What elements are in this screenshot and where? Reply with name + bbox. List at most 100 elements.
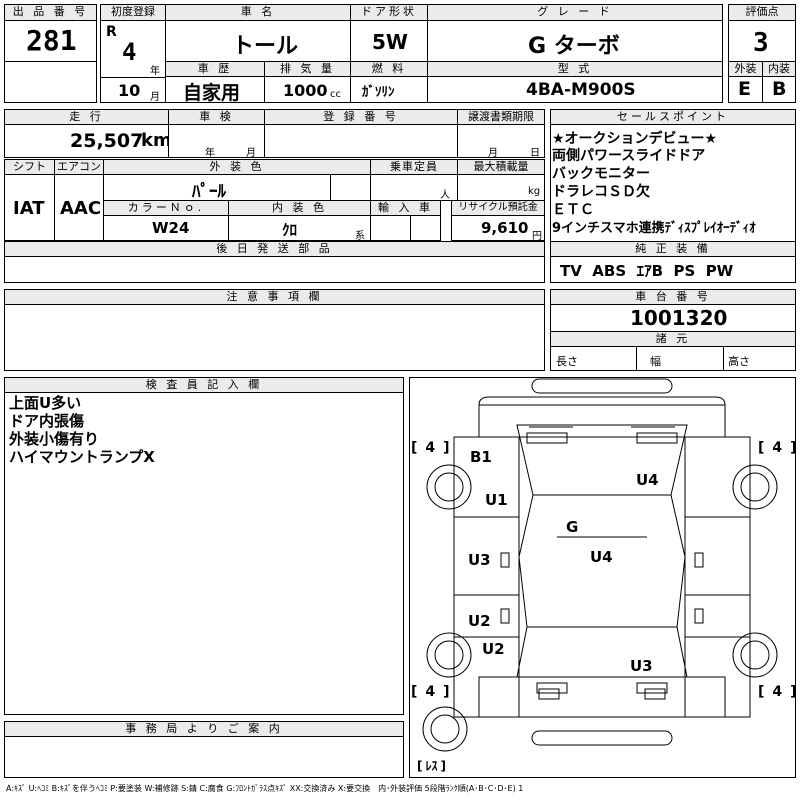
grade: G ターボ: [528, 34, 620, 59]
score: 3: [753, 28, 769, 58]
sales-point: 両側パワースライドドア: [552, 148, 706, 164]
lot-number-label: 出 品 番 号: [4, 4, 97, 21]
spare-tire-status: [ﾚｽ]: [417, 759, 446, 773]
spare-tire-hub: [430, 714, 460, 744]
windshield: [516, 424, 688, 496]
width-label: 幅: [650, 355, 661, 368]
tire-tread-front-right: [4]: [758, 440, 799, 456]
specs-label: 諸 元: [550, 331, 796, 347]
height-cell: [723, 346, 796, 371]
era-label: R: [106, 24, 117, 40]
tail-light-right: [636, 682, 668, 694]
interior-color: ｸﾛ: [282, 221, 298, 239]
ac-cell: [54, 174, 104, 241]
damage-mark-u4-front: U4: [636, 471, 659, 489]
recycle-fee: 9,610: [481, 219, 529, 237]
inspector-note: ドア内張傷: [9, 412, 85, 430]
interior-label: 内装: [762, 61, 796, 77]
score-cell: [728, 20, 796, 62]
fuel-cell: [350, 76, 428, 103]
interior-grade: B: [772, 78, 787, 100]
recycle-fee-unit: 円: [532, 231, 542, 242]
length-cell: [550, 346, 637, 371]
color-number-cell: [103, 215, 229, 241]
model-cell: [427, 76, 723, 103]
ac-label: エアコン: [54, 159, 104, 175]
exterior-color-cell-2: [330, 174, 371, 201]
wheel-front-left: [426, 464, 472, 510]
wheel-rear-left-hub: [434, 640, 464, 670]
import-label: 輸 入 車: [370, 200, 441, 216]
interior-color-label: 内 装 色: [228, 200, 371, 216]
fuel: ｶﾞｿﾘﾝ: [362, 85, 395, 100]
first-registration-cell: [100, 20, 166, 78]
tire-tread-rear-right: [4]: [758, 684, 799, 700]
exterior-color-label: 外 装 色: [103, 159, 371, 175]
interior-color-suffix: 系: [355, 231, 365, 242]
recycle-fee-label: リサイクル預託金: [451, 200, 545, 216]
displacement: 1000: [283, 81, 328, 100]
length-label: 長さ: [556, 355, 578, 368]
rear-light-inner: [538, 688, 560, 700]
wheel-rear-right: [732, 632, 778, 678]
damage-mark-u3-rear: U3: [630, 657, 653, 675]
notes-cell: [4, 304, 545, 371]
sales-point: ★オークションデビュー★: [552, 131, 718, 147]
front-bumper: [531, 378, 673, 394]
wiper-left: [526, 432, 568, 444]
transfer-deadline-cell: [457, 124, 545, 158]
legend: A:ｷｽﾞ U:ﾍｺﾐ B:ｷｽﾞを伴うﾍｺﾐ P:要塗装 W:補修跡 S:錆 …: [6, 784, 524, 793]
score-label: 評価点: [728, 4, 796, 21]
chassis-number-label: 車 台 番 号: [550, 289, 796, 305]
inspector-notes-label: 検 査 員 記 入 欄: [4, 377, 404, 393]
inspection-label: 車 検: [168, 109, 265, 125]
width-cell: [636, 346, 724, 371]
left-side-body: [453, 436, 520, 718]
month-unit: 月: [150, 92, 160, 103]
import-cell-2: [410, 215, 441, 241]
height-label: 高さ: [728, 355, 750, 368]
displacement-cell: [264, 76, 351, 103]
capacity-unit: 人: [440, 190, 450, 201]
model-label: 型 式: [427, 61, 723, 77]
max-load-unit: kg: [528, 186, 541, 197]
inspector-note: 外装小傷有り: [9, 430, 100, 448]
hood: [478, 404, 726, 438]
damage-diagram-frame: [409, 377, 796, 778]
lot-number-cell: [4, 20, 97, 62]
wiper-right: [636, 432, 678, 444]
wheel-rear-left: [426, 632, 472, 678]
month-cell: [100, 77, 166, 103]
rear-glass: [516, 626, 688, 678]
equipment-label: 純 正 装 備: [550, 241, 796, 257]
registration-month: 10: [118, 81, 141, 100]
capacity-label: 乗車定員: [370, 159, 458, 175]
wheel-rear-right-hub: [740, 640, 770, 670]
car-name-cell: [165, 20, 351, 62]
sales-point: バックモニター: [552, 166, 650, 182]
car-name-label: 車 名: [165, 4, 351, 21]
import-cell: [370, 215, 411, 241]
grade-label: グ レ ー ド: [427, 4, 723, 21]
inspector-note: 上面U多い: [9, 394, 82, 412]
recycle-fee-cell: [451, 215, 545, 241]
registration-number-cell: [264, 124, 458, 158]
damage-mark-u1: U1: [485, 491, 508, 509]
sales-point: 9インチスマホ連携ﾃﾞｨｽﾌﾟﾚｲｵｰﾃﾞｨｵ: [552, 221, 756, 236]
lot-number-blank: [4, 61, 97, 103]
left-handle: [500, 552, 510, 568]
door-type: 5W: [372, 30, 408, 54]
exterior-color: ﾊﾟｰﾙ: [192, 182, 226, 202]
mileage: 25,507: [70, 130, 144, 152]
interior-color-cell: [228, 215, 371, 241]
exterior-label: 外装: [728, 61, 763, 77]
registration-number-label: 登 録 番 号: [264, 109, 458, 125]
car-name: トール: [232, 34, 299, 59]
right-handle: [694, 552, 704, 568]
rear-light-inner: [644, 688, 666, 700]
history-label: 車 歴: [165, 61, 265, 77]
door-type-label: ドア形状: [350, 4, 428, 21]
sales-points-cell: [550, 124, 796, 242]
rear-hatch: [478, 676, 726, 718]
spare-tire: [422, 706, 468, 752]
